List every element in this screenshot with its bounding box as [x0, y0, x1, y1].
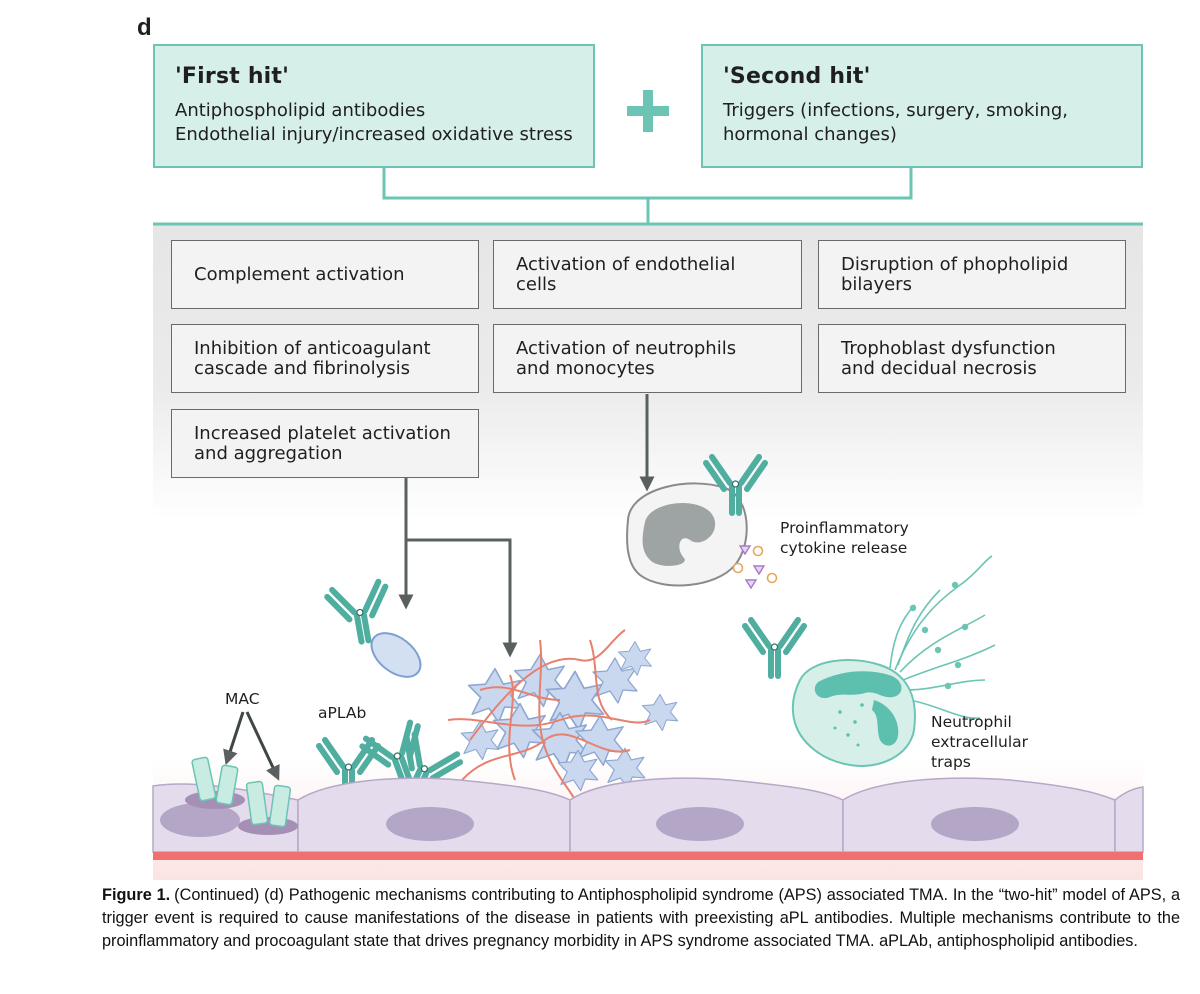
- second-hit-line: hormonal changes): [723, 124, 897, 145]
- net-label: Neutrophil extracellular traps: [931, 712, 1028, 772]
- mechanism-text: Trophoblast dysfunction: [841, 337, 1056, 359]
- mechanism-platelet-activation: Increased platelet activation and aggreg…: [171, 409, 479, 478]
- mechanism-text: Complement activation: [194, 263, 405, 285]
- caption-text: (Continued) (d) Pathogenic mechanisms co…: [102, 886, 1180, 950]
- mac-complex-icon: [185, 756, 298, 835]
- cytokine-release-label: Proinflammatory cytokine release: [780, 518, 909, 558]
- mechanism-text: Inhibition of anticoagulant: [194, 337, 431, 359]
- aps-mechanism-diagram: d 'First hit' Antiphospholipid antibodie…: [137, 14, 1144, 880]
- mechanism-anticoagulant-inhibition: Inhibition of anticoagulant cascade and …: [171, 324, 479, 393]
- mechanism-text: Activation of neutrophils: [516, 337, 737, 359]
- label-line: cytokine release: [780, 539, 908, 557]
- mechanism-neutrophil-activation: Activation of neutrophils and monocytes: [493, 324, 802, 393]
- first-hit-line: Antiphospholipid antibodies: [175, 100, 426, 121]
- first-hit-box: 'First hit' Antiphospholipid antibodies …: [153, 44, 595, 168]
- label-line: extracellular: [931, 733, 1029, 751]
- caption-figure-label: Figure 1.: [102, 886, 171, 904]
- mechanism-endothelial-activation: Activation of endothelial cells: [493, 240, 802, 309]
- mechanism-text: Disruption of phopholipid: [841, 253, 1069, 275]
- first-hit-title: 'First hit': [175, 64, 290, 89]
- label-line: Proinflammatory: [780, 519, 909, 537]
- mechanism-text: Activation of endothelial cells: [516, 253, 736, 295]
- neutrophil-net-icon: [791, 555, 996, 767]
- figure-caption: Figure 1.(Continued) (d) Pathogenic mech…: [102, 884, 1180, 953]
- hit-connector: [382, 168, 913, 200]
- monocyte-icon: [626, 482, 748, 587]
- first-hit-line: Endothelial injury/increased oxidative s…: [175, 124, 573, 145]
- cytokine-icons: [732, 545, 778, 590]
- plus-icon: [627, 90, 669, 132]
- mechanism-complement-activation: Complement activation: [171, 240, 479, 309]
- mac-label: MAC: [225, 690, 260, 708]
- mechanism-phospholipid-disruption: Disruption of phopholipid bilayers: [818, 240, 1126, 309]
- aplab-label: aPLAb: [318, 704, 367, 722]
- mechanism-text: and decidual necrosis: [841, 357, 1037, 379]
- second-hit-line: Triggers (infections, surgery, smoking,: [723, 100, 1068, 121]
- mechanism-trophoblast-dysfunction: Trophoblast dysfunction and decidual nec…: [818, 324, 1126, 393]
- second-hit-box: 'Second hit' Triggers (infections, surge…: [701, 44, 1143, 168]
- platelet-oval-icon: [370, 632, 422, 678]
- mechanism-text: Increased platelet activation: [194, 422, 451, 444]
- mac-arrows: [223, 711, 280, 781]
- fibrin-strands-icon: [447, 629, 651, 801]
- second-hit-title: 'Second hit': [723, 64, 871, 89]
- mechanism-text: and monocytes: [516, 357, 655, 379]
- label-line: traps: [931, 753, 971, 771]
- mechanism-text: and aggregation: [194, 442, 343, 464]
- arrow-platelet-branch: [398, 478, 518, 658]
- mechanism-text: cascade and fibrinolysis: [194, 357, 411, 379]
- panel-letter: d: [137, 14, 152, 41]
- label-line: Neutrophil: [931, 713, 1012, 731]
- mechanism-text: bilayers: [841, 273, 912, 295]
